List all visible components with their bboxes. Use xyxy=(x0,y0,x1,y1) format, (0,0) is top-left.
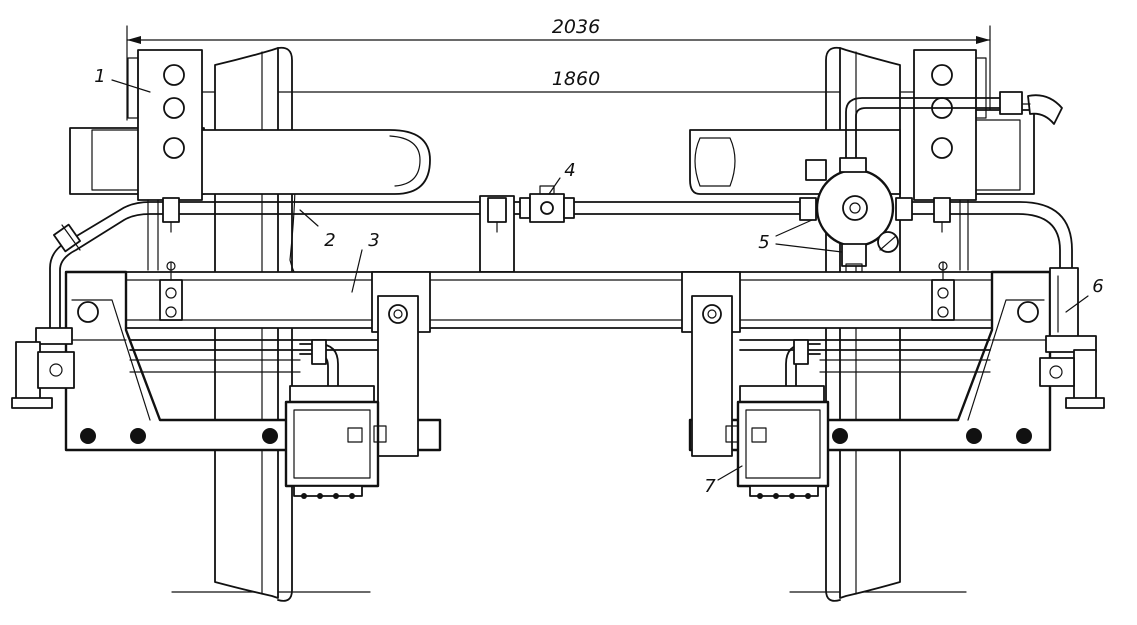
right-hose-6 xyxy=(1039,267,1105,409)
distributor-5 xyxy=(799,157,913,273)
callout-5: 5 xyxy=(758,232,769,253)
dimension-overall-label: 2036 xyxy=(552,16,600,38)
left-bracket-1 xyxy=(127,49,203,271)
callout-4: 4 xyxy=(564,160,575,181)
beam-3 xyxy=(125,261,993,329)
pipe-line xyxy=(49,201,1073,331)
dimension-inner: 1860 xyxy=(171,68,941,96)
left-hose-coupling xyxy=(11,327,75,409)
beam-brackets xyxy=(371,271,741,457)
dimension-inner-label: 1860 xyxy=(552,68,600,90)
center-support xyxy=(479,195,515,273)
left-axlebox xyxy=(69,127,431,195)
callout-6: 6 xyxy=(1092,276,1103,297)
callout-1: 1 xyxy=(94,66,105,87)
upper-right-pipe xyxy=(845,91,1063,161)
right-brake-cylinder-7 xyxy=(725,339,830,499)
callout-7: 7 xyxy=(704,476,716,497)
valve-4 xyxy=(519,185,575,223)
pipe-clamps xyxy=(162,197,951,233)
right-bracket xyxy=(913,49,987,271)
callout-2: 2 xyxy=(324,230,335,251)
dimension-overall: 2036 xyxy=(126,16,991,121)
left-brake-cylinder xyxy=(284,339,387,499)
callouts: 1 2 3 4 5 6 7 xyxy=(94,66,1103,497)
callout-3: 3 xyxy=(368,230,379,251)
